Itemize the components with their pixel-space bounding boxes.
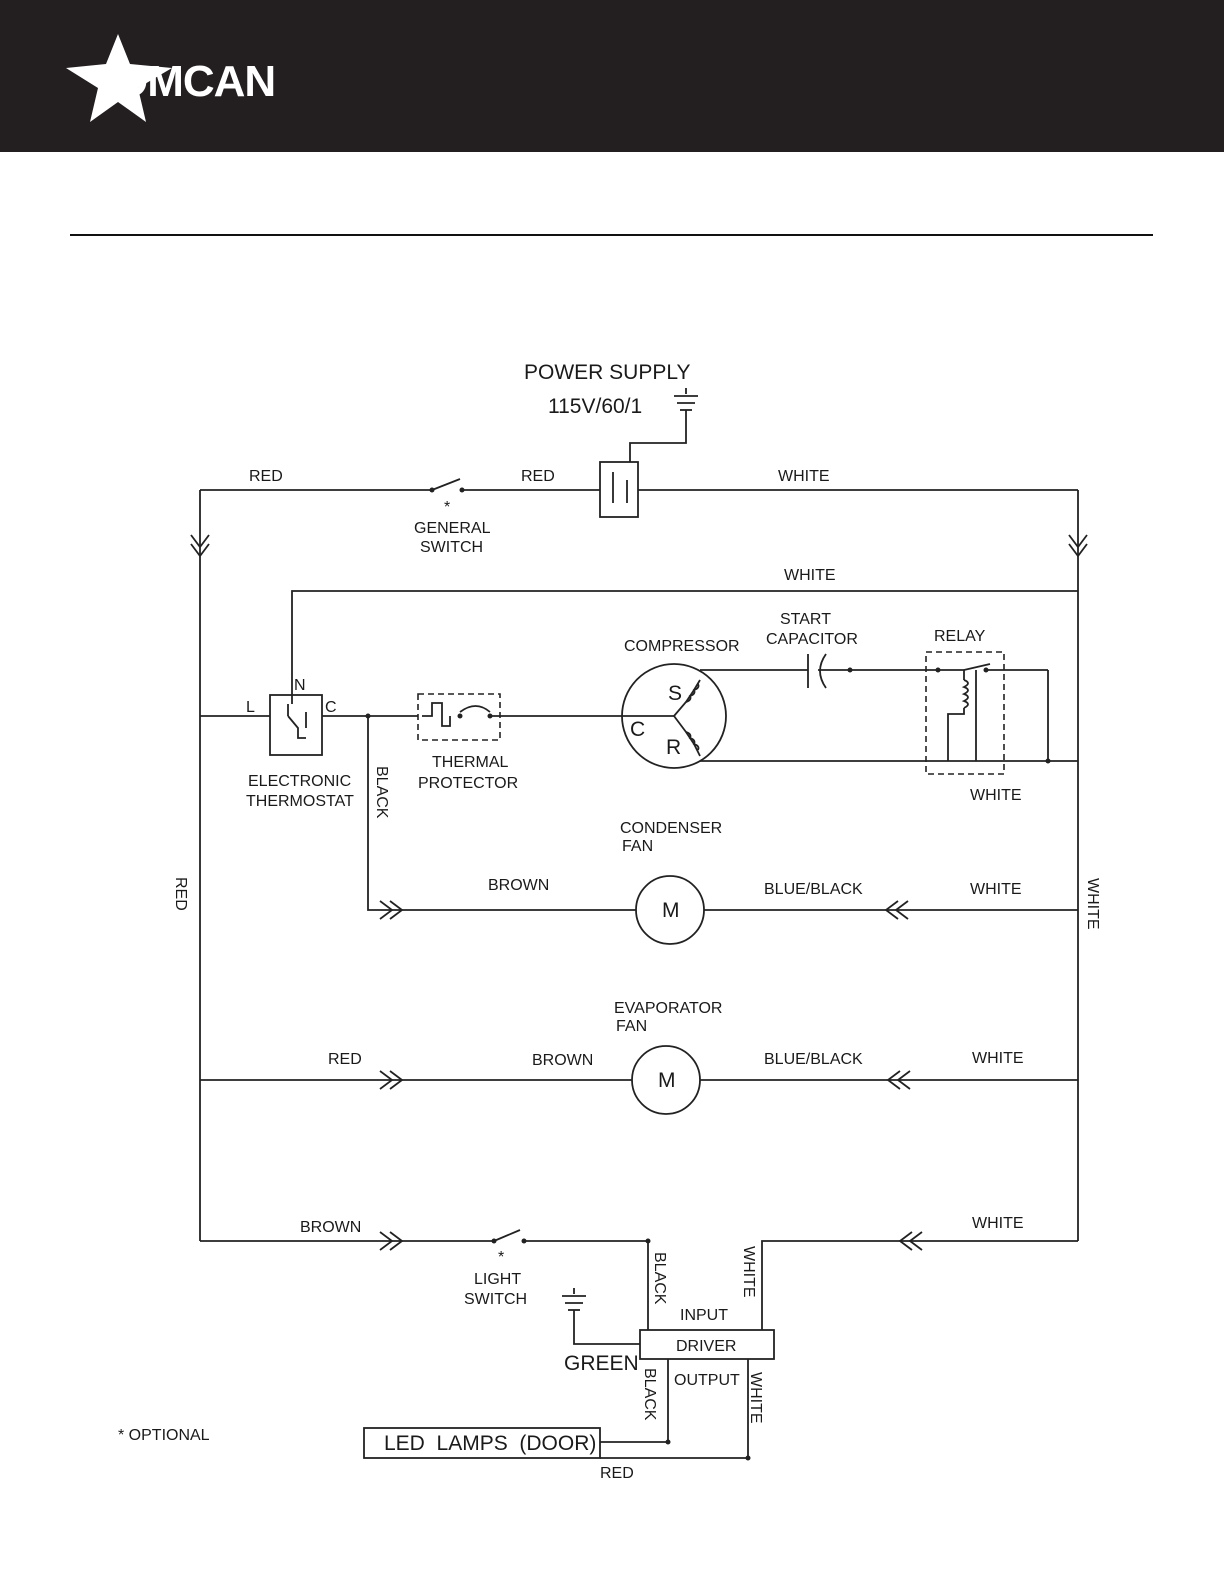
wire-label-black-output: BLACK xyxy=(641,1368,658,1421)
driver-label: DRIVER xyxy=(676,1338,736,1355)
compressor xyxy=(620,663,727,769)
general-switch-optional-mark: * xyxy=(444,499,450,516)
power-supply-rating: 115V/60/1 xyxy=(548,395,642,418)
wire-label-brown-condenser: BROWN xyxy=(488,877,549,894)
driver-output-label: OUTPUT xyxy=(674,1372,740,1389)
wire-label-red-left: RED xyxy=(172,877,189,911)
thermostat-label-line2: THERMOSTAT xyxy=(246,793,354,810)
relay xyxy=(700,651,1078,775)
section-divider xyxy=(70,234,1153,236)
wire-white-light xyxy=(761,1240,1078,1330)
wire-label-white-top: WHITE xyxy=(778,468,830,485)
wire-label-blueblack-condenser: BLUE/BLACK xyxy=(764,881,863,898)
wire-label-red-led: RED xyxy=(600,1465,634,1482)
led-lamps-door xyxy=(363,1427,601,1459)
general-switch-label-line2: SWITCH xyxy=(420,539,483,556)
wire-label-black-input: BLACK xyxy=(651,1252,668,1305)
page-header: OMCAN xyxy=(0,0,1224,152)
led-driver xyxy=(639,1329,775,1360)
arrow-right-evaporator-icon xyxy=(379,1070,404,1090)
wire-label-red-evaporator: RED xyxy=(328,1051,362,1068)
wire-label-red-1: RED xyxy=(249,468,283,485)
electronic-thermostat xyxy=(269,694,418,756)
arrow-left-light-icon xyxy=(898,1231,923,1251)
wire-label-black-thermostat: BLACK xyxy=(373,766,390,819)
arrow-right-light-icon xyxy=(379,1231,404,1251)
evaporator-motor-symbol: M xyxy=(658,1069,676,1092)
wire-label-green: GREEN xyxy=(564,1352,639,1375)
general-switch xyxy=(368,478,600,493)
general-switch-label-line1: GENERAL xyxy=(414,520,491,537)
light-switch xyxy=(491,1229,651,1244)
ground-symbol-power xyxy=(629,388,698,462)
compressor-label: COMPRESSOR xyxy=(624,638,740,655)
wire-label-white-2: WHITE xyxy=(784,567,836,584)
wire-label-white-input: WHITE xyxy=(740,1246,757,1298)
wire-label-blueblack-evaporator: BLUE/BLACK xyxy=(764,1051,863,1068)
arrow-right-condenser-icon xyxy=(379,900,404,920)
wire-label-white-light: WHITE xyxy=(972,1215,1024,1232)
thermostat-terminal-l: L xyxy=(246,699,255,716)
thermal-protector xyxy=(417,693,620,741)
driver-input-label: INPUT xyxy=(680,1307,728,1324)
logo-star-icon xyxy=(66,34,172,122)
wire-label-brown-light: BROWN xyxy=(300,1219,361,1236)
compressor-terminal-r: R xyxy=(666,736,681,759)
compressor-terminal-c: C xyxy=(630,718,645,741)
wire-label-red-2: RED xyxy=(521,468,555,485)
omcan-logo: OMCAN xyxy=(66,34,276,122)
power-plug xyxy=(599,461,639,518)
thermostat-terminal-n: N xyxy=(294,677,306,694)
thermostat-terminal-c: C xyxy=(325,699,337,716)
evaporator-fan-label-line2: FAN xyxy=(616,1018,647,1035)
power-supply-title: POWER SUPPLY xyxy=(524,361,690,384)
start-capacitor xyxy=(700,653,938,689)
wire-label-white-output: WHITE xyxy=(747,1372,764,1424)
arrow-down-left-icon xyxy=(190,534,210,558)
wire-black-brown-condenser xyxy=(367,716,636,911)
start-capacitor-label-line2: CAPACITOR xyxy=(766,631,858,648)
thermal-protector-label-line2: PROTECTOR xyxy=(418,775,518,792)
wire-label-white-evaporator: WHITE xyxy=(972,1050,1024,1067)
thermostat-label-line1: ELECTRONIC xyxy=(248,773,351,790)
compressor-terminal-s: S xyxy=(668,682,682,705)
light-switch-label-line1: LIGHT xyxy=(474,1271,521,1288)
wire-white-neutral xyxy=(291,590,1078,704)
wire-label-white-right: WHITE xyxy=(1084,878,1101,930)
led-lamps-label: LED LAMPS (DOOR) xyxy=(384,1432,596,1455)
ground-symbol-driver xyxy=(562,1288,640,1345)
evaporator-fan-label-line1: EVAPORATOR xyxy=(614,1000,722,1017)
wire-label-white-relay: WHITE xyxy=(970,787,1022,804)
light-switch-label-line2: SWITCH xyxy=(464,1291,527,1308)
optional-note: * OPTIONAL xyxy=(118,1427,210,1444)
logo-wordmark: OMCAN xyxy=(114,57,275,106)
wire-label-white-condenser: WHITE xyxy=(970,881,1022,898)
light-switch-optional-mark: * xyxy=(498,1249,504,1266)
arrow-left-condenser-icon xyxy=(884,900,909,920)
thermal-protector-label-line1: THERMAL xyxy=(432,754,509,771)
condenser-fan-label-line2: FAN xyxy=(622,838,653,855)
condenser-fan-label-line1: CONDENSER xyxy=(620,820,722,837)
relay-label: RELAY xyxy=(934,628,986,645)
wire-label-brown-evaporator: BROWN xyxy=(532,1052,593,1069)
arrow-down-right-icon xyxy=(1068,534,1088,558)
condenser-motor-symbol: M xyxy=(662,899,680,922)
arrow-left-evaporator-icon xyxy=(886,1070,911,1090)
start-capacitor-label-line1: START xyxy=(780,611,831,628)
